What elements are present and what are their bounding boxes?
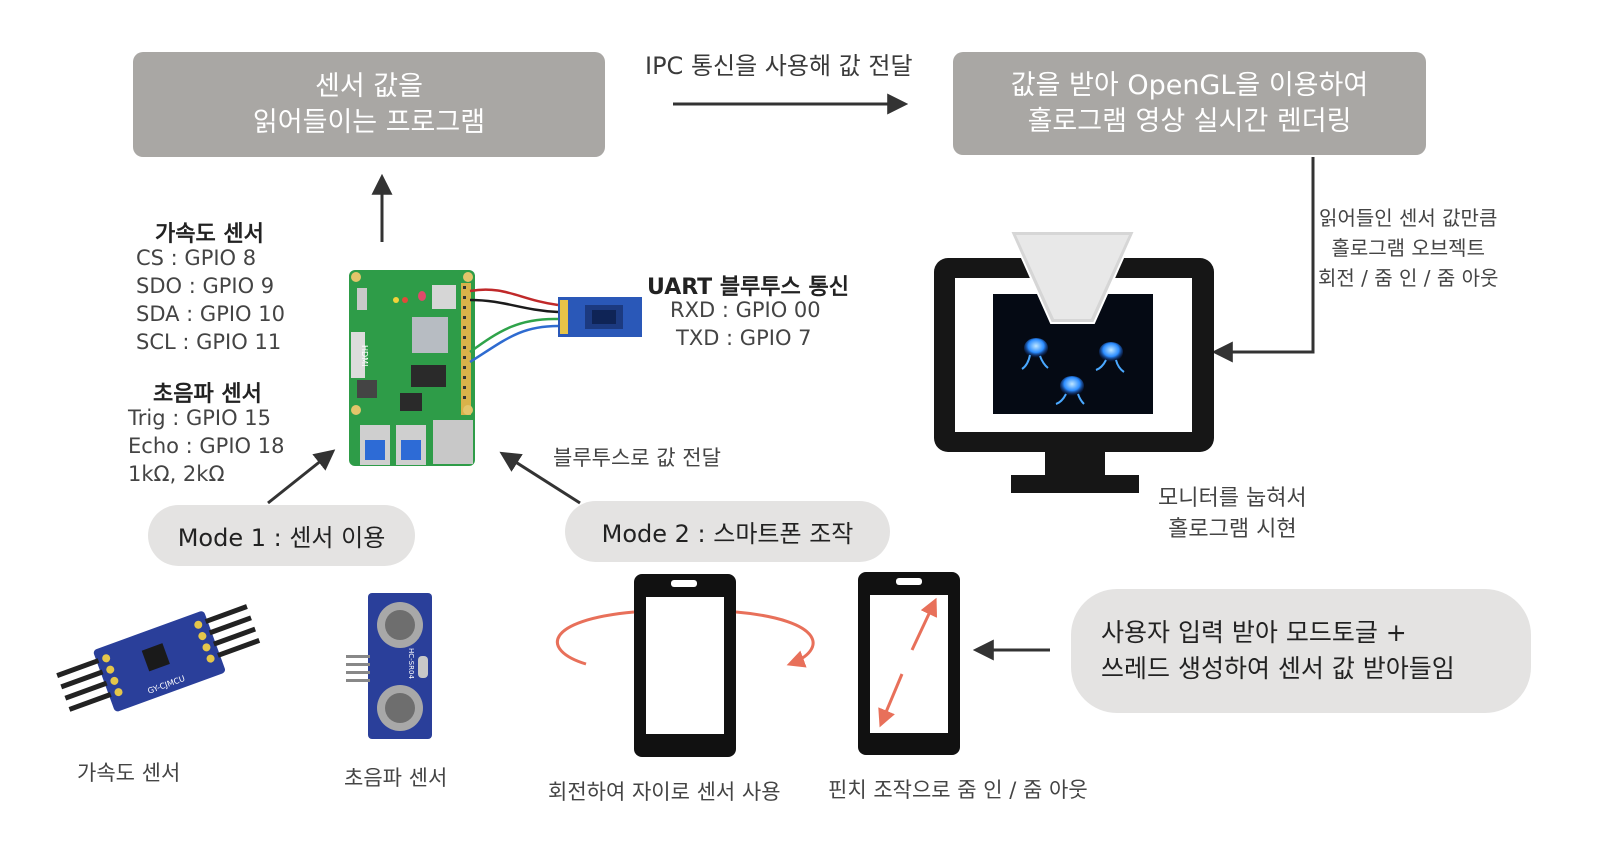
phone-rotate-icon xyxy=(634,574,736,757)
render-to-monitor-arrow xyxy=(1211,157,1315,363)
accel-pin-sdo: SDO : GPIO 9 xyxy=(136,274,275,298)
side-note-line3: 회전 / 줌 인 / 줌 아웃 xyxy=(1318,266,1499,290)
mode1-to-board-arrow xyxy=(267,449,336,505)
rotation-arrow xyxy=(555,610,815,668)
hc-label: HC-SR04 xyxy=(407,648,415,679)
mode2-pill: Mode 2 : 스마트폰 조작 xyxy=(565,501,890,562)
side-note-line2: 홀로그램 오브젝트 xyxy=(1331,236,1485,260)
ultrasonic-pin-list: Trig : GPIO 15 Echo : GPIO 18 1kΩ, 2kΩ xyxy=(128,404,284,488)
accel-pin-cs: CS : GPIO 8 xyxy=(136,246,257,270)
hdmi-label: HDMI xyxy=(360,345,369,366)
ultrasonic-sensor-title: 초음파 센서 xyxy=(153,382,262,407)
accel-pin-sda: SDA : GPIO 10 xyxy=(136,302,285,326)
monitor-caption-line2: 홀로그램 시현 xyxy=(1168,517,1297,542)
accel-pin-scl: SCL : GPIO 11 xyxy=(136,330,282,354)
monitor-caption-line1: 모니터를 눕혀서 xyxy=(1158,486,1307,511)
hologram-pyramid xyxy=(1008,230,1137,324)
ultrasonic-caption: 초음파 센서 xyxy=(344,766,448,790)
pinch-arrows xyxy=(878,597,938,728)
sensor-reader-line1: 센서 값을 xyxy=(315,70,423,102)
side-note: 읽어들인 센서 값만큼 홀로그램 오브젝트 회전 / 줌 인 / 줌 아웃 xyxy=(1318,203,1498,293)
user-input-line1: 사용자 입력 받아 모드토글 + xyxy=(1101,618,1407,647)
ultrasonic-module: HC-SR04 xyxy=(346,593,432,739)
pinch-caption: 핀치 조작으로 줌 인 / 줌 아웃 xyxy=(828,778,1088,802)
raspberry-pi-board xyxy=(349,270,475,466)
sensor-reader-program-box: 센서 값을 읽어들이는 프로그램 xyxy=(133,52,605,157)
accelerometer-module: GY-CJMCU xyxy=(56,604,261,712)
bluetooth-module xyxy=(558,297,642,337)
uart-txd: TXD : GPIO 7 xyxy=(676,326,812,350)
opengl-render-line2: 홀로그램 영상 실시간 렌더링 xyxy=(1027,105,1352,137)
user-input-line2: 쓰레드 생성하여 센서 값 받아들임 xyxy=(1101,654,1455,683)
phone-pinch-icon xyxy=(858,572,960,755)
sensor-reader-line2: 읽어들이는 프로그램 xyxy=(252,106,486,138)
bluetooth-label: 블루투스로 값 전달 xyxy=(553,446,721,470)
mode1-pill: Mode 1 : 센서 이용 xyxy=(148,505,415,566)
uart-wires xyxy=(469,288,559,364)
accel-pin-list: CS : GPIO 8 SDO : GPIO 9 SDA : GPIO 10 S… xyxy=(136,244,285,356)
monitor-caption: 모니터를 눕혀서 홀로그램 시현 xyxy=(1158,483,1307,545)
resistor-values: 1kΩ, 2kΩ xyxy=(128,462,225,486)
user-input-box: 사용자 입력 받아 모드토글 + 쓰레드 생성하여 센서 값 받아들임 xyxy=(1071,589,1531,713)
jellyfish-hologram xyxy=(1021,338,1125,405)
opengl-render-box: 값을 받아 OpenGL을 이용하여 홀로그램 영상 실시간 렌더링 xyxy=(953,52,1426,155)
opengl-render-line1: 값을 받아 OpenGL을 이용하여 xyxy=(1010,69,1369,101)
uart-title: UART 블루투스 통신 xyxy=(647,275,849,300)
uart-rxd: RXD : GPIO 00 xyxy=(670,298,821,322)
accel-caption: 가속도 센서 xyxy=(77,761,181,785)
mode2-label: Mode 2 : 스마트폰 조작 xyxy=(601,520,854,548)
mode2-to-board-arrow xyxy=(499,451,581,505)
mode1-label: Mode 1 : 센서 이용 xyxy=(177,524,386,552)
accel-sensor-title: 가속도 센서 xyxy=(155,222,264,247)
ultrasonic-pin-trig: Trig : GPIO 15 xyxy=(128,406,272,430)
side-note-line1: 읽어들인 센서 값만큼 xyxy=(1319,206,1498,230)
ultrasonic-pin-echo: Echo : GPIO 18 xyxy=(128,434,285,458)
rotate-caption: 회전하여 자이로 센서 사용 xyxy=(548,780,781,804)
ipc-label: IPC 통신을 사용해 값 전달 xyxy=(645,52,913,80)
